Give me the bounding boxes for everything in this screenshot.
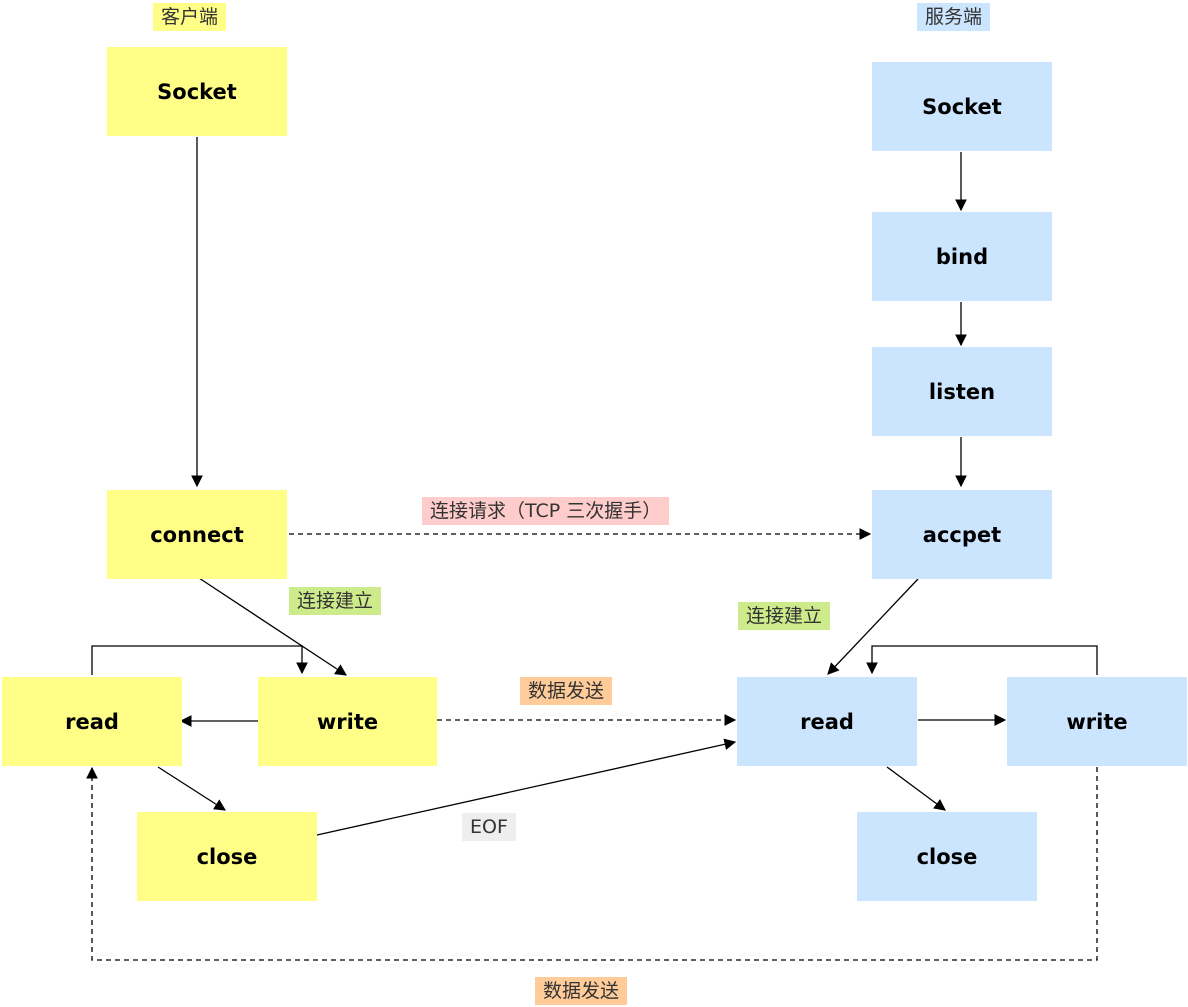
server-listen-box: listen (872, 347, 1052, 436)
eof-label: EOF (462, 813, 516, 841)
arrow-data-send-back (86, 766, 1098, 961)
arrow-server-loop (866, 645, 1098, 675)
arrow-client-loop (91, 645, 308, 675)
arrow-server-read-close (886, 766, 946, 811)
client-header: 客户端 (153, 3, 227, 31)
arrow-accept-read (827, 578, 919, 675)
established-label-client: 连接建立 (289, 587, 382, 615)
client-socket-box: Socket (107, 47, 287, 136)
arrow-client-read-close (157, 766, 226, 811)
server-close-box: close (857, 812, 1037, 901)
server-socket-box: Socket (872, 62, 1052, 151)
data-send-label-top: 数据发送 (520, 677, 613, 705)
client-read-box: read (2, 677, 182, 766)
server-accept-box: accpet (872, 490, 1052, 579)
arrow-connect-write (198, 577, 347, 676)
client-connect-box: connect (107, 490, 287, 579)
data-send-label-bottom: 数据发送 (535, 977, 628, 1005)
arrow-eof (316, 738, 737, 836)
server-write-box: write (1007, 677, 1187, 766)
server-bind-box: bind (872, 212, 1052, 301)
server-read-box: read (737, 677, 917, 766)
client-close-box: close (137, 812, 317, 901)
connect-request-label: 连接请求（TCP 三次握手） (422, 497, 670, 525)
server-header: 服务端 (917, 3, 991, 31)
established-label-server: 连接建立 (738, 602, 831, 630)
client-write-box: write (258, 677, 437, 766)
